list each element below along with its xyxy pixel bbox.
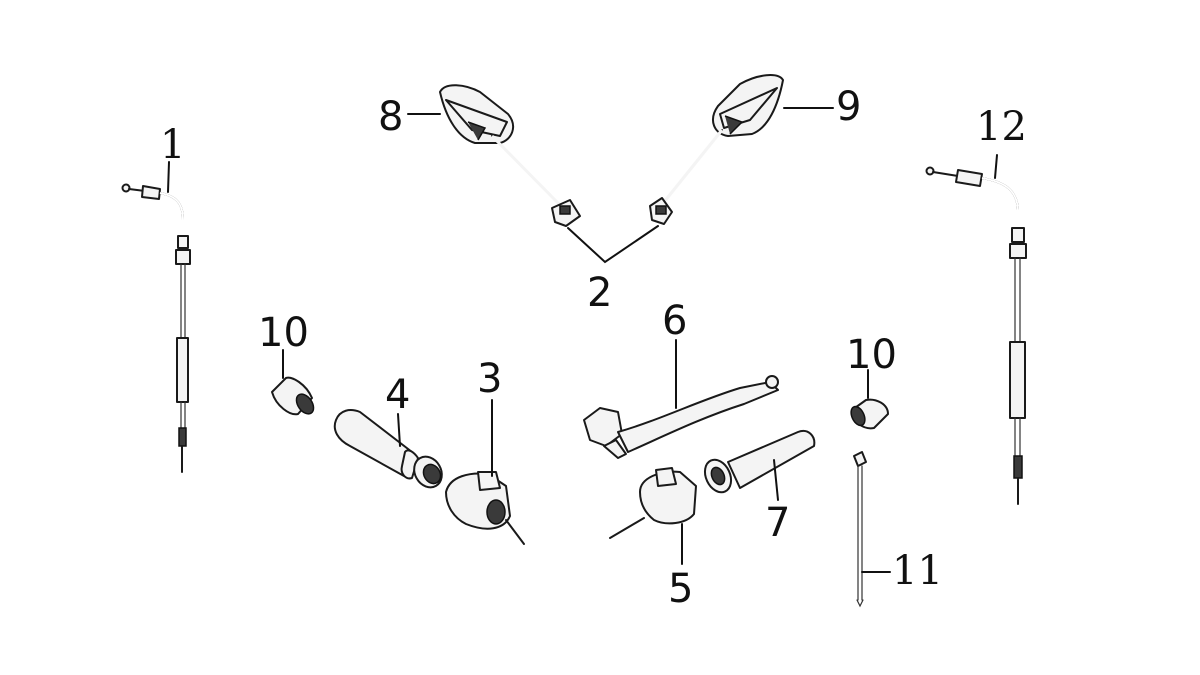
label-3: 3 xyxy=(477,356,502,402)
label-9: 9 xyxy=(836,84,861,130)
label-10-right: 10 xyxy=(846,332,897,378)
right-cable xyxy=(925,166,1027,505)
label-12: 12 xyxy=(976,104,1027,150)
throttle-housing xyxy=(445,471,525,545)
cable-tie xyxy=(853,451,867,608)
label-6: 6 xyxy=(662,298,687,344)
left-cable xyxy=(121,183,191,473)
label-4: 4 xyxy=(385,372,410,418)
right-bar-end xyxy=(850,398,889,430)
lever xyxy=(583,375,779,459)
left-mirror xyxy=(439,84,581,227)
label-5: 5 xyxy=(668,566,693,612)
left-grip xyxy=(333,409,443,489)
label-2: 2 xyxy=(587,270,612,316)
label-8: 8 xyxy=(378,94,403,140)
leader-lines xyxy=(167,107,998,573)
label-11: 11 xyxy=(892,548,943,594)
left-bar-end xyxy=(271,376,315,416)
label-7: 7 xyxy=(765,500,790,546)
switch-housing xyxy=(609,467,697,539)
label-10-left: 10 xyxy=(258,310,309,356)
right-mirror xyxy=(649,74,784,225)
right-grip xyxy=(703,430,816,494)
label-1: 1 xyxy=(160,122,185,168)
